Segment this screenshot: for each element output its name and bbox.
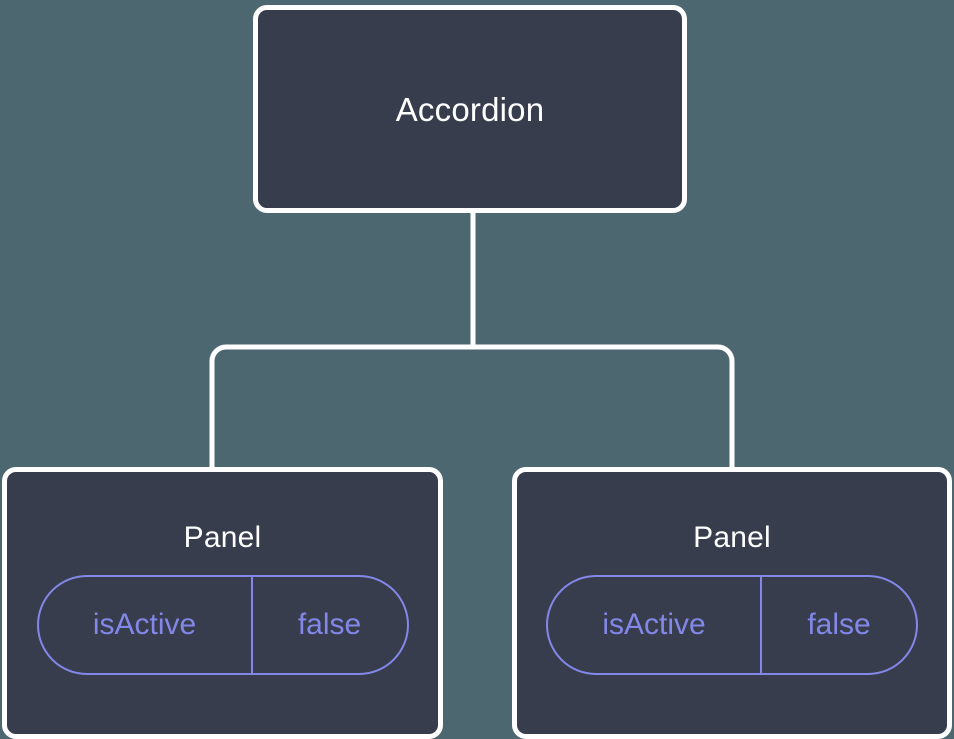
prop-value-isactive-2: false	[807, 608, 871, 641]
node-panel-1[interactable]: Panel isActive false	[2, 467, 443, 739]
prop-value-isactive-1: false	[297, 608, 362, 641]
prop-pill-panel-2[interactable]: isActive false	[546, 575, 918, 675]
node-panel-2-label: Panel	[693, 521, 771, 554]
connector-bus-to-right-child	[473, 344, 735, 470]
prop-key-isactive-1: isActive	[39, 577, 253, 673]
node-accordion[interactable]: Accordion	[253, 5, 687, 213]
node-panel-1-label: Panel	[183, 521, 262, 554]
connector-bus-to-left-child	[209, 344, 473, 470]
prop-pill-panel-1[interactable]: isActive false	[36, 575, 409, 675]
node-accordion-label: Accordion	[395, 90, 545, 128]
node-panel-2[interactable]: Panel isActive false	[512, 467, 952, 739]
prop-key-isactive-2: isActive	[548, 577, 762, 673]
